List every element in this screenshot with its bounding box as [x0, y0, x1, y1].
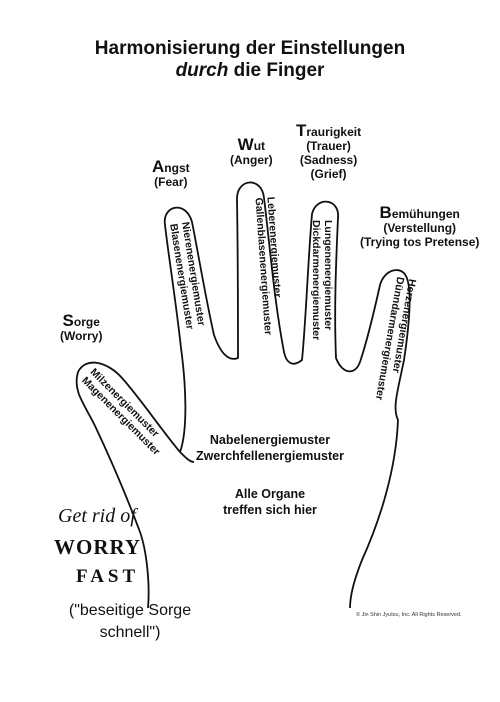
palm-center-label: Alle Organe treffen sich hier: [200, 486, 340, 518]
thumb-emotion-label: Sorge (Worry): [60, 311, 103, 343]
ring-translation-1: (Trauer): [306, 139, 351, 153]
subtitle-italic: durch: [175, 60, 229, 81]
middle-initial: W: [237, 135, 254, 154]
palm-line-4: treffen sich hier: [223, 503, 317, 517]
middle-name: ut: [253, 139, 266, 153]
little-name: emühungen: [391, 207, 460, 221]
ring-initial: T: [296, 121, 307, 140]
thumb-translation: (Worry): [60, 329, 103, 343]
slogan-worry: WORRY: [54, 535, 142, 559]
little-translation-1: (Verstellung): [383, 221, 457, 235]
ring-emotion-label: Traurigkeit (Trauer) (Sadness) (Grief): [296, 121, 362, 181]
index-name: ngst: [164, 161, 190, 175]
slogan-fast: FAST: [76, 566, 140, 587]
ring-translation-2: (Sadness): [299, 153, 358, 167]
slogan-get-rid: Get rid of: [58, 505, 136, 527]
ring-meridian-labels: Lungenenergiemuster Dickdarmenergiemuste…: [310, 220, 334, 360]
thumb-name: orge: [73, 315, 100, 329]
little-initial: B: [379, 203, 392, 222]
ring-meridian-2: Dickdarmenergiemuster: [310, 220, 322, 341]
subtitle-rest: die Finger: [228, 60, 325, 81]
thumb-initial: S: [62, 311, 74, 330]
index-translation: (Fear): [154, 175, 188, 189]
ring-translation-3: (Grief): [310, 167, 347, 181]
middle-translation: (Anger): [230, 153, 273, 167]
ring-name: raurigkeit: [306, 125, 362, 139]
little-emotion-label: Bemühungen (Verstellung) (Trying tos Pre…: [360, 203, 480, 249]
page-subtitle: durch die Finger: [0, 60, 500, 82]
middle-emotion-label: Wut (Anger): [230, 135, 273, 167]
slogan-german-2: schnell"): [99, 624, 161, 641]
page-title: Harmonisierung der Einstellungen: [94, 38, 406, 59]
palm-line-3: Alle Organe: [234, 487, 306, 501]
palm-meridian-labels: Nabelenergiemuster Zwerchfellenergiemust…: [180, 432, 360, 464]
palm-line-2: Zwerchfellenergiemuster: [196, 449, 344, 463]
little-translation-2: (Trying tos Pretense): [360, 235, 480, 249]
slogan-german: ("beseitige Sorge schnell"): [40, 600, 220, 644]
ring-meridian-1: Lungenenergiemuster: [322, 220, 334, 331]
slogan-german-1: ("beseitige Sorge: [68, 602, 192, 619]
index-initial: A: [152, 157, 165, 176]
index-emotion-label: Angst (Fear): [152, 157, 190, 189]
palm-line-1: Nabelenergiemuster: [209, 433, 331, 447]
copyright-notice: © Jin Shin Jyutsu, Inc. All Rights Reser…: [356, 612, 462, 618]
